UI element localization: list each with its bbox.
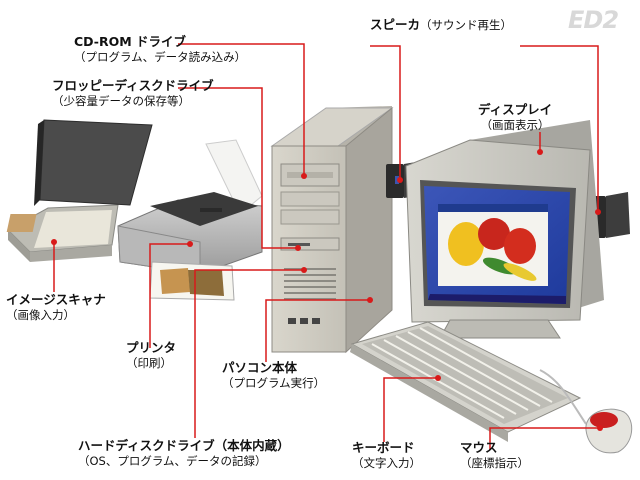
label-title: プリンタ <box>126 340 177 355</box>
label-sub: （座標指示） <box>460 455 529 470</box>
label-sub: （印刷） <box>126 355 172 370</box>
label-pc: パソコン本体 （プログラム実行） <box>222 360 325 390</box>
label-sub: （文字入力） <box>352 455 421 470</box>
label-keyboard: キーボード （文字入力） <box>352 440 421 470</box>
label-scanner: イメージスキャナ （画像入力） <box>6 292 106 322</box>
label-sub: （プログラム実行） <box>222 375 326 390</box>
label-sub: （プログラム、データ読み込み） <box>74 49 247 64</box>
leader-lines <box>53 43 600 450</box>
label-floppy: フロッピーディスクドライブ （少容量データの保存等） <box>52 78 214 108</box>
label-title: ディスプレイ <box>478 102 553 117</box>
label-sub: （少容量データの保存等） <box>52 93 190 108</box>
label-speaker: スピーカ（サウンド再生） <box>370 14 512 34</box>
keyboard <box>350 321 582 442</box>
pc-tower <box>270 106 394 354</box>
label-sub: （画面表示） <box>480 117 550 132</box>
monitor <box>405 120 604 339</box>
label-mouse: マウス （座標指示） <box>460 440 529 470</box>
label-title: マウス <box>460 440 498 455</box>
label-title: イメージスキャナ <box>6 292 106 307</box>
label-sub: （画像入力） <box>6 307 75 322</box>
leader-dots <box>51 149 603 431</box>
label-hdd: ハードディスクドライブ（本体内蔵） （OS、プログラム、データの記録） <box>78 438 290 468</box>
label-title: キーボード <box>352 440 415 455</box>
label-title: パソコン本体 <box>222 360 298 375</box>
label-printer: プリンタ （印刷） <box>126 340 176 370</box>
label-sub: （OS、プログラム、データの記録） <box>78 453 267 468</box>
label-sub: （サウンド再生） <box>420 18 513 32</box>
ed2-logo: ED2 <box>568 6 619 34</box>
mouse <box>539 369 633 454</box>
label-title: CD-ROM ドライブ <box>74 34 187 49</box>
label-title: スピーカ <box>370 17 421 32</box>
scanner <box>6 119 153 262</box>
label-title: ハードディスクドライブ（本体内蔵） <box>78 438 290 453</box>
label-display: ディスプレイ （画面表示） <box>478 102 552 132</box>
label-title: フロッピーディスクドライブ <box>52 78 214 93</box>
label-cdrom: CD-ROM ドライブ （プログラム、データ読み込み） <box>74 34 246 64</box>
